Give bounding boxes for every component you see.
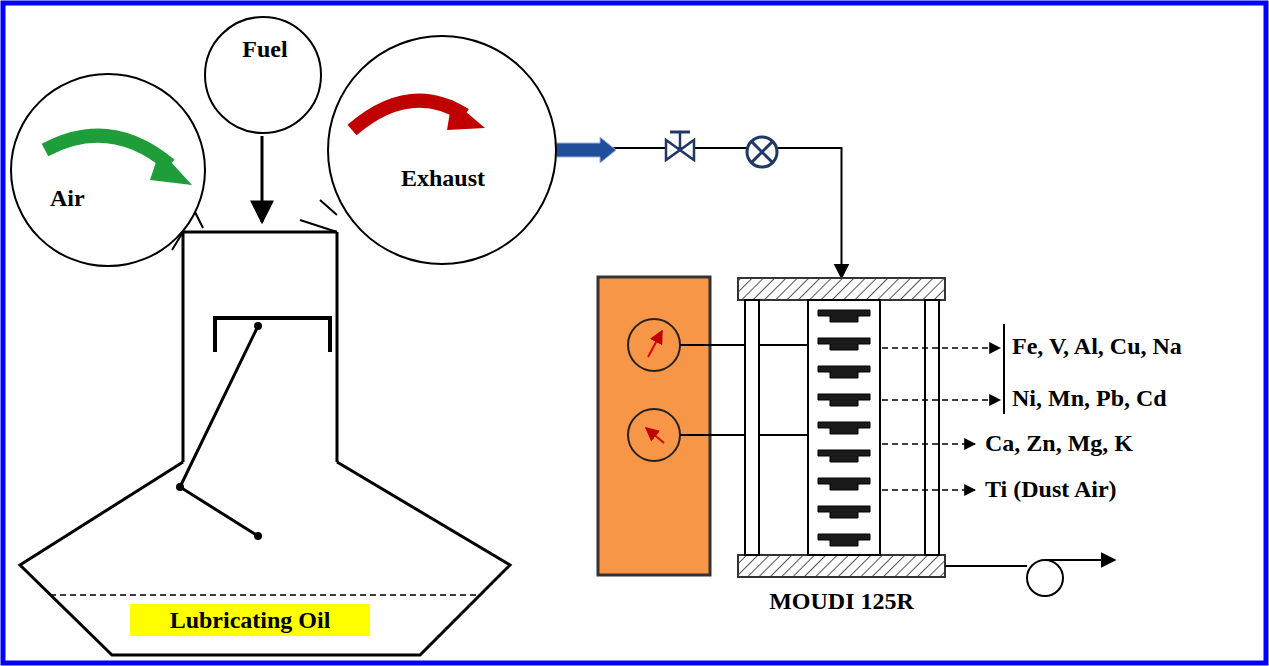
stage-plate — [818, 394, 870, 406]
cylinder — [183, 232, 337, 462]
flow-meter-cross — [752, 142, 772, 162]
oil-level — [50, 594, 480, 596]
pin — [176, 483, 184, 491]
pump-line — [945, 565, 1027, 567]
node-label: Air — [50, 185, 85, 211]
impactor-stages — [818, 310, 870, 546]
node-label: Exhaust — [401, 165, 485, 191]
exhaust-arrow-head — [447, 100, 485, 130]
piston — [215, 318, 330, 352]
node-label: Fuel — [242, 36, 287, 62]
air-arrow-head — [150, 150, 192, 185]
element-label: Fe, V, Al, Cu, Na — [1012, 333, 1182, 359]
impactor: MOUDI 125R — [738, 278, 945, 577]
control-box — [598, 277, 710, 575]
column — [745, 300, 759, 555]
air-circle: Air — [10, 73, 206, 267]
gauge-needle — [646, 428, 664, 443]
crankcase — [20, 462, 510, 655]
stage-arrow — [882, 489, 975, 491]
element-label: Ni, Mn, Pb, Cd — [1012, 385, 1167, 411]
sample-line — [555, 148, 842, 278]
pin — [254, 532, 262, 540]
frame — [3, 3, 1266, 663]
stage-plate — [818, 310, 870, 322]
element-label: Ca, Zn, Mg, K — [985, 430, 1133, 456]
node-label: Lubricating Oil — [130, 604, 370, 636]
bottom-plate — [738, 555, 945, 577]
stage-plate — [818, 338, 870, 350]
stage-arrow — [882, 399, 1000, 401]
oil-label: Lubricating Oil — [130, 604, 370, 636]
stage-plate — [818, 366, 870, 378]
pressure-gauge — [628, 409, 680, 461]
stage-arrow — [882, 443, 975, 445]
stage-plate — [818, 506, 870, 518]
stage-plate — [818, 534, 870, 546]
fuel-arrow — [261, 136, 264, 222]
exhaust-circle: Exhaust — [327, 35, 557, 265]
pump — [1027, 560, 1063, 596]
node-label: MOUDI 125R — [769, 588, 914, 614]
stage-stack — [808, 300, 880, 555]
gauge-needle — [648, 331, 662, 357]
top-plate — [738, 278, 945, 300]
pin — [254, 322, 262, 330]
pump-outlet — [1045, 559, 1115, 561]
flow-meter — [747, 137, 777, 167]
exhaust-port — [300, 200, 337, 232]
air-arrow — [45, 136, 170, 165]
connecting-rod — [180, 326, 258, 536]
valve-stem — [679, 132, 682, 150]
fuel-circle: Fuel — [204, 16, 322, 134]
bracket — [1003, 324, 1005, 414]
stage-plate — [818, 450, 870, 462]
element-label: Ti (Dust Air) — [985, 476, 1117, 502]
pressure-gauge — [628, 319, 680, 371]
stage-plate — [818, 478, 870, 490]
stage-plate — [818, 422, 870, 434]
column — [925, 300, 939, 555]
stage-arrow — [882, 347, 1000, 349]
valve-handle — [670, 131, 690, 134]
outlet-arrow — [556, 137, 616, 163]
